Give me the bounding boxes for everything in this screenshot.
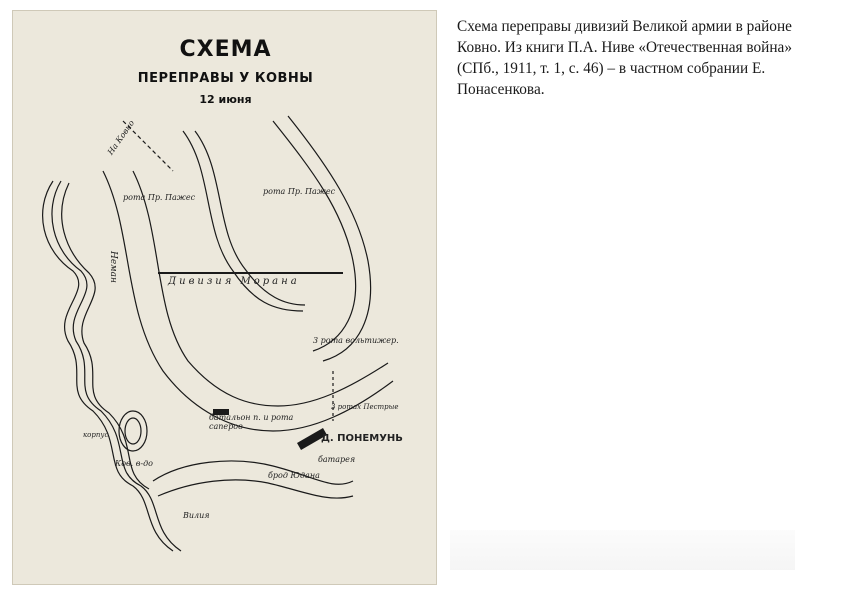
label-pontoon: 3 ротах Пестрые (331, 403, 399, 411)
label-river-neman: Неман (108, 251, 118, 283)
river-bank-left-2 (51, 180, 182, 552)
map-date: 12 июня (199, 93, 252, 106)
river-bank-left (42, 180, 174, 552)
island-inner (124, 417, 142, 445)
caption-text: Схема переправы дивизий Великой армии в … (457, 18, 792, 98)
river-lower (152, 460, 354, 485)
island (118, 410, 148, 452)
map-title: СХЕМА (179, 37, 272, 62)
figure-caption: Схема переправы дивизий Великой армии в … (457, 16, 837, 100)
tributary-2 (194, 130, 306, 306)
map-drawing (42, 115, 394, 552)
river-bank-right (272, 120, 357, 352)
label-company-pazhes-left: рота Пр. Пажес (123, 193, 196, 202)
label-division-moran: Дивизия Морана (168, 276, 300, 287)
river-bank-right-2 (287, 115, 372, 362)
label-kovno-town: Ков. в-до (115, 459, 153, 468)
label-voltigeurs: 3 рота вольтижер. (313, 336, 399, 345)
label-battery: батарея (318, 455, 356, 464)
tributary (182, 130, 304, 312)
map-subtitle: ПЕРЕПРАВЫ У КОВНЫ (137, 71, 314, 86)
label-battalion-sappers: батальон п. и рота саперов (209, 413, 294, 431)
road-line (122, 120, 174, 172)
battalion-marker (213, 409, 229, 415)
label-corps: корпус (83, 431, 109, 439)
label-ford-judana: брод Юдана (268, 471, 320, 480)
label-company-pazhes-right: рота Пр. Пажес (263, 187, 336, 196)
map-figure: СХЕМА ПЕРЕПРАВЫ У КОВНЫ 12 июня На Ковно… (12, 10, 437, 585)
river-bank-left-3 (61, 182, 150, 490)
river-neman-east (132, 170, 389, 407)
river-neman-west (102, 170, 394, 432)
bleed-through (450, 530, 795, 570)
river-lower-2 (157, 479, 354, 499)
label-river-vilia: Вилия (183, 511, 210, 520)
village-marker (297, 428, 327, 450)
label-village-ponemun: Д. ПОНЕМУНЬ (321, 433, 403, 444)
